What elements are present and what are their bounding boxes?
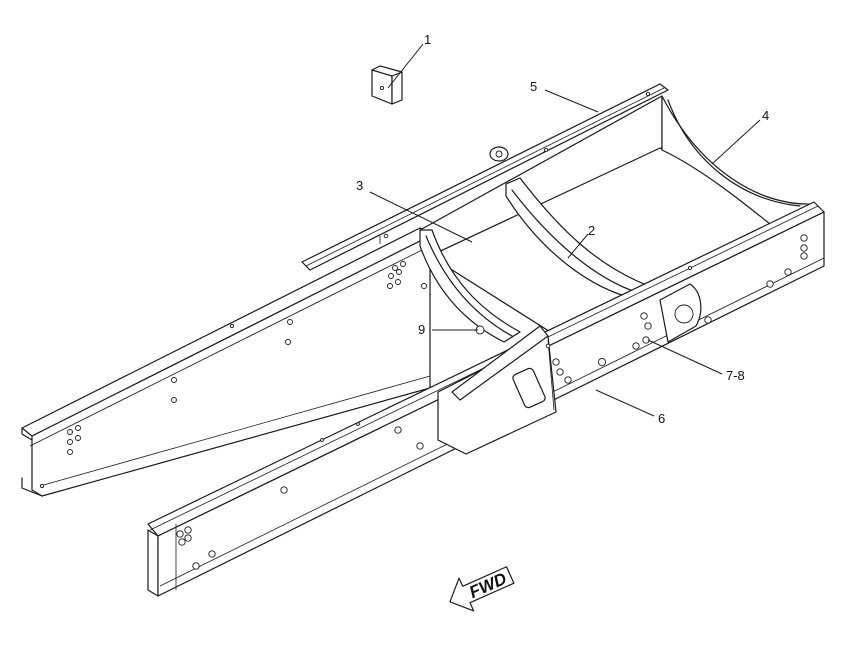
callout-1: 1 [424,32,431,47]
step-plate [437,325,557,455]
callout-labels: 1 2 3 4 5 6 7-8 9 [356,32,769,426]
callout-4: 4 [762,108,769,123]
top-frame-rail [301,83,669,271]
callout-2: 2 [588,223,595,238]
callout-3: 3 [356,178,363,193]
hole-patterns [39,91,808,570]
cradle-near [419,229,521,343]
callout-7-8: 7-8 [726,368,745,383]
lifting-eye [489,146,509,162]
bracket-part [371,65,403,105]
forward-direction-arrow: FWD [449,566,515,612]
left-frame-rail [21,227,431,497]
callout-5: 5 [530,79,537,94]
callout-9: 9 [418,322,425,337]
leader-lines [369,43,761,417]
callout-6: 6 [658,411,665,426]
fwd-label: FWD [466,569,509,602]
pivot-bracket [659,283,702,343]
